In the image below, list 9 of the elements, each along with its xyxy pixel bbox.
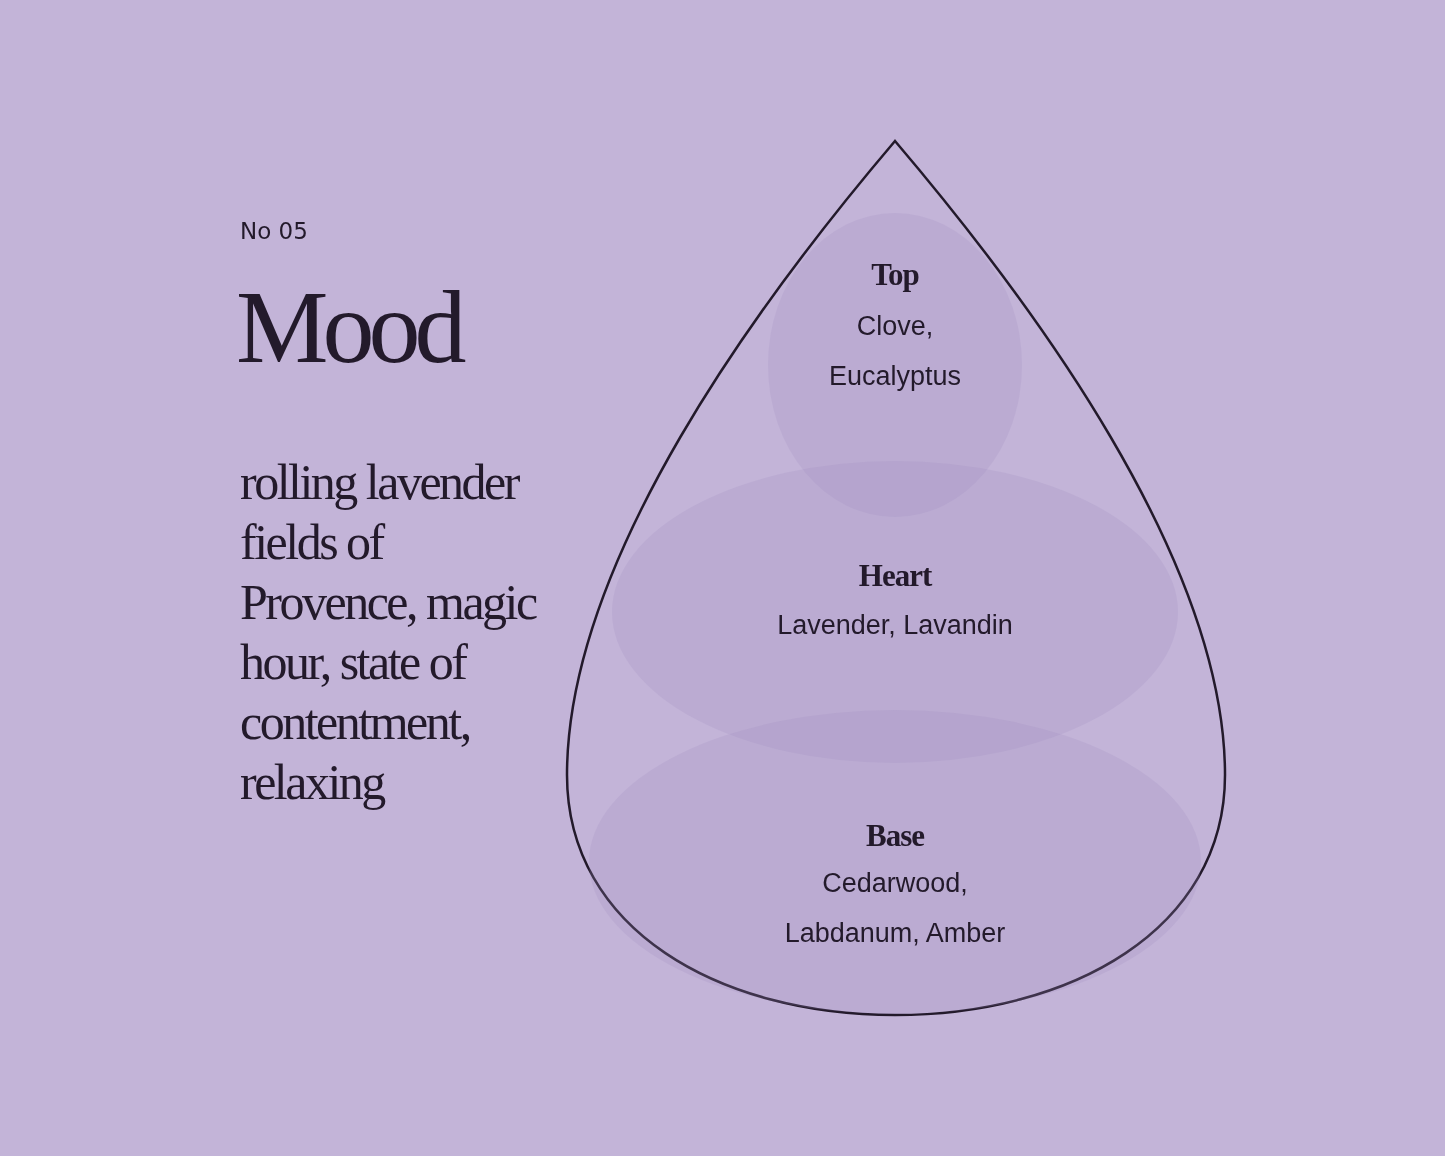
note-ingredients: Cedarwood, Labdanum, Amber xyxy=(783,867,1007,950)
title: Mood xyxy=(236,272,461,382)
note-ingredients: Lavender, Lavandin xyxy=(776,609,1014,642)
note-ingredients: Clove, Eucalyptus xyxy=(827,310,963,393)
note-heading: Base xyxy=(866,818,924,854)
note-heading: Heart xyxy=(858,558,932,594)
mood-description: rolling lavender fields of Provence, magic hour, state of contentment, relaxing xyxy=(240,453,538,812)
note-heading: Top xyxy=(871,257,919,293)
issue-number: No 05 xyxy=(240,218,308,244)
